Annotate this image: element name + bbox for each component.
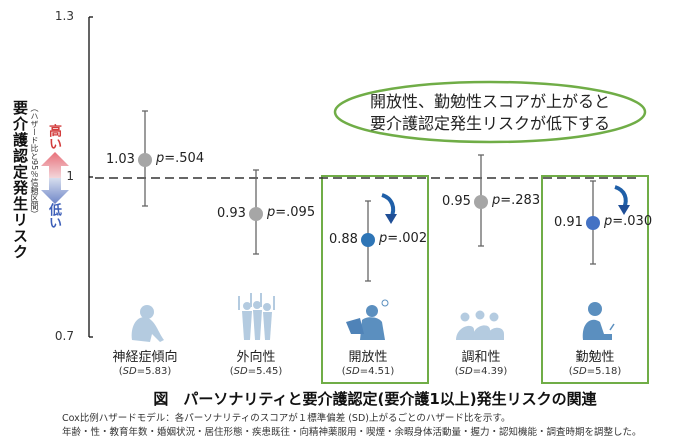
sd-neuroticism: (SD=5.83) (118, 366, 172, 377)
point-extraversion (249, 207, 263, 221)
figure-note-2: 年齢・性・教育年数・婚姻状況・居住形態・疾患既往・向精神薬服用・喫煙・余暇身体活… (62, 427, 642, 438)
y-tick-0-7: 0.7 (54, 329, 74, 343)
point-agreeableness (474, 195, 488, 209)
cheering-group-icon (238, 293, 275, 340)
point-openness (361, 233, 375, 247)
p-value-neuroticism: p=.504 (156, 151, 205, 166)
sd-agreeableness: (SD=4.39) (454, 366, 508, 377)
sitting-person-icon (131, 305, 164, 342)
up-down-arrow-icon (41, 152, 69, 204)
point-conscientiousness (586, 216, 600, 230)
category-openness: 開放性 (348, 350, 388, 365)
reading-person-icon (346, 299, 389, 340)
hr-value-agreeableness: 0.95 (442, 194, 471, 209)
group-embrace-icon (456, 310, 504, 340)
p-value-openness: p=.002 (379, 231, 428, 246)
hr-value-extraversion: 0.93 (217, 206, 246, 221)
y-tick-1-3: 1.3 (54, 9, 74, 23)
figure-title: 図 パーソナリティと要介護認定(要介護1以上)発生リスクの関連 (153, 390, 597, 408)
category-agreeableness: 調和性 (461, 350, 501, 365)
high-risk-label: 高い (46, 124, 61, 150)
y-tick-1: 1 (66, 169, 74, 183)
callout-ellipse (333, 80, 647, 144)
category-extraversion: 外向性 (236, 350, 276, 365)
category-neuroticism: 神経症傾向 (112, 350, 178, 365)
p-value-agreeableness: p=.283 (492, 193, 541, 208)
p-value-conscientiousness: p=.030 (604, 214, 653, 229)
sd-conscientiousness: (SD=5.18) (568, 366, 622, 377)
p-value-extraversion: p=.095 (267, 205, 316, 220)
hr-value-conscientiousness: 0.91 (554, 215, 583, 230)
point-neuroticism (138, 153, 152, 167)
category-conscientiousness: 勤勉性 (575, 350, 615, 365)
figure-note-1: Cox比例ハザードモデル：各パーソナリティのスコアが１標準偏差 (SD)上がるご… (62, 413, 511, 424)
y-axis-title: 要介護認定発生リスク (11, 100, 29, 260)
sd-extraversion: (SD=5.45) (229, 366, 283, 377)
hr-value-neuroticism: 1.03 (106, 152, 135, 167)
writing-person-icon (582, 302, 615, 340)
decrease-arrow-icon (614, 185, 630, 215)
low-risk-label: 低い (46, 203, 61, 229)
decrease-arrow-icon (381, 193, 397, 224)
y-axis-subtitle: （ハザード比と95％信頼区間） (30, 104, 39, 219)
sd-openness: (SD=4.51) (341, 366, 395, 377)
hr-value-openness: 0.88 (329, 232, 358, 247)
callout-text: 開放性、勤勉性スコアが上がると 要介護認定発生リスクが低下する (369, 92, 610, 133)
conscientiousness-highlight-box (541, 175, 649, 384)
openness-highlight-box (321, 175, 429, 384)
